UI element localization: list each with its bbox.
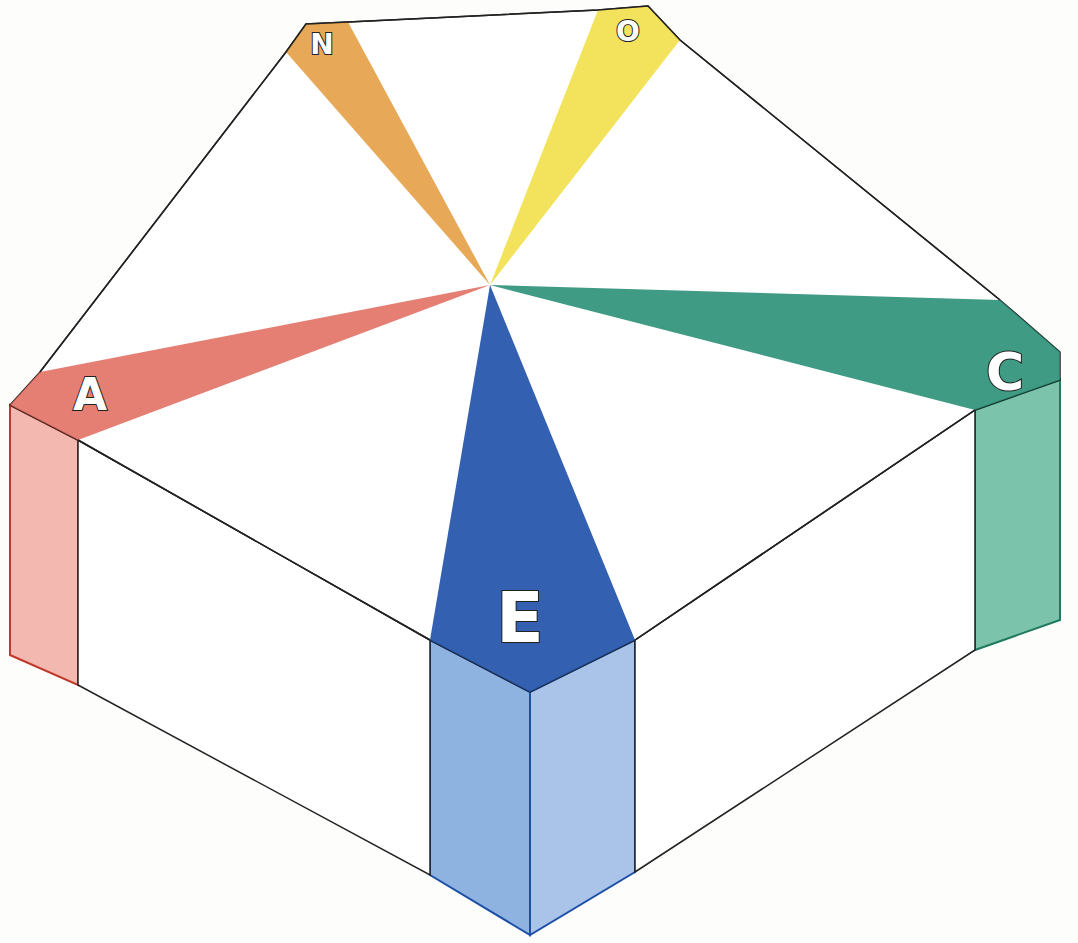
wedge-node: C <box>982 344 1028 400</box>
wedge-node: O <box>612 16 644 48</box>
wedge-node: E <box>492 581 548 655</box>
wedge-letter: C <box>986 346 1024 398</box>
blue-wedge <box>430 285 635 692</box>
wedge-letter: N <box>310 31 333 59</box>
wedge-letter: A <box>73 373 107 417</box>
wedge-letter: E <box>496 583 544 653</box>
yellow-wedge <box>490 6 680 285</box>
wedge-letter: O <box>616 18 640 46</box>
outline <box>635 410 975 640</box>
green-wedge <box>490 285 1060 410</box>
red-wedge <box>10 285 490 440</box>
wedge-node: N <box>306 29 337 61</box>
wedge-node: A <box>69 371 111 419</box>
outline <box>78 440 430 640</box>
orange-wedge <box>286 22 490 285</box>
top-face <box>10 6 1060 692</box>
red-pillar <box>10 405 78 685</box>
green-pillar <box>975 380 1060 650</box>
outline <box>40 6 1000 372</box>
